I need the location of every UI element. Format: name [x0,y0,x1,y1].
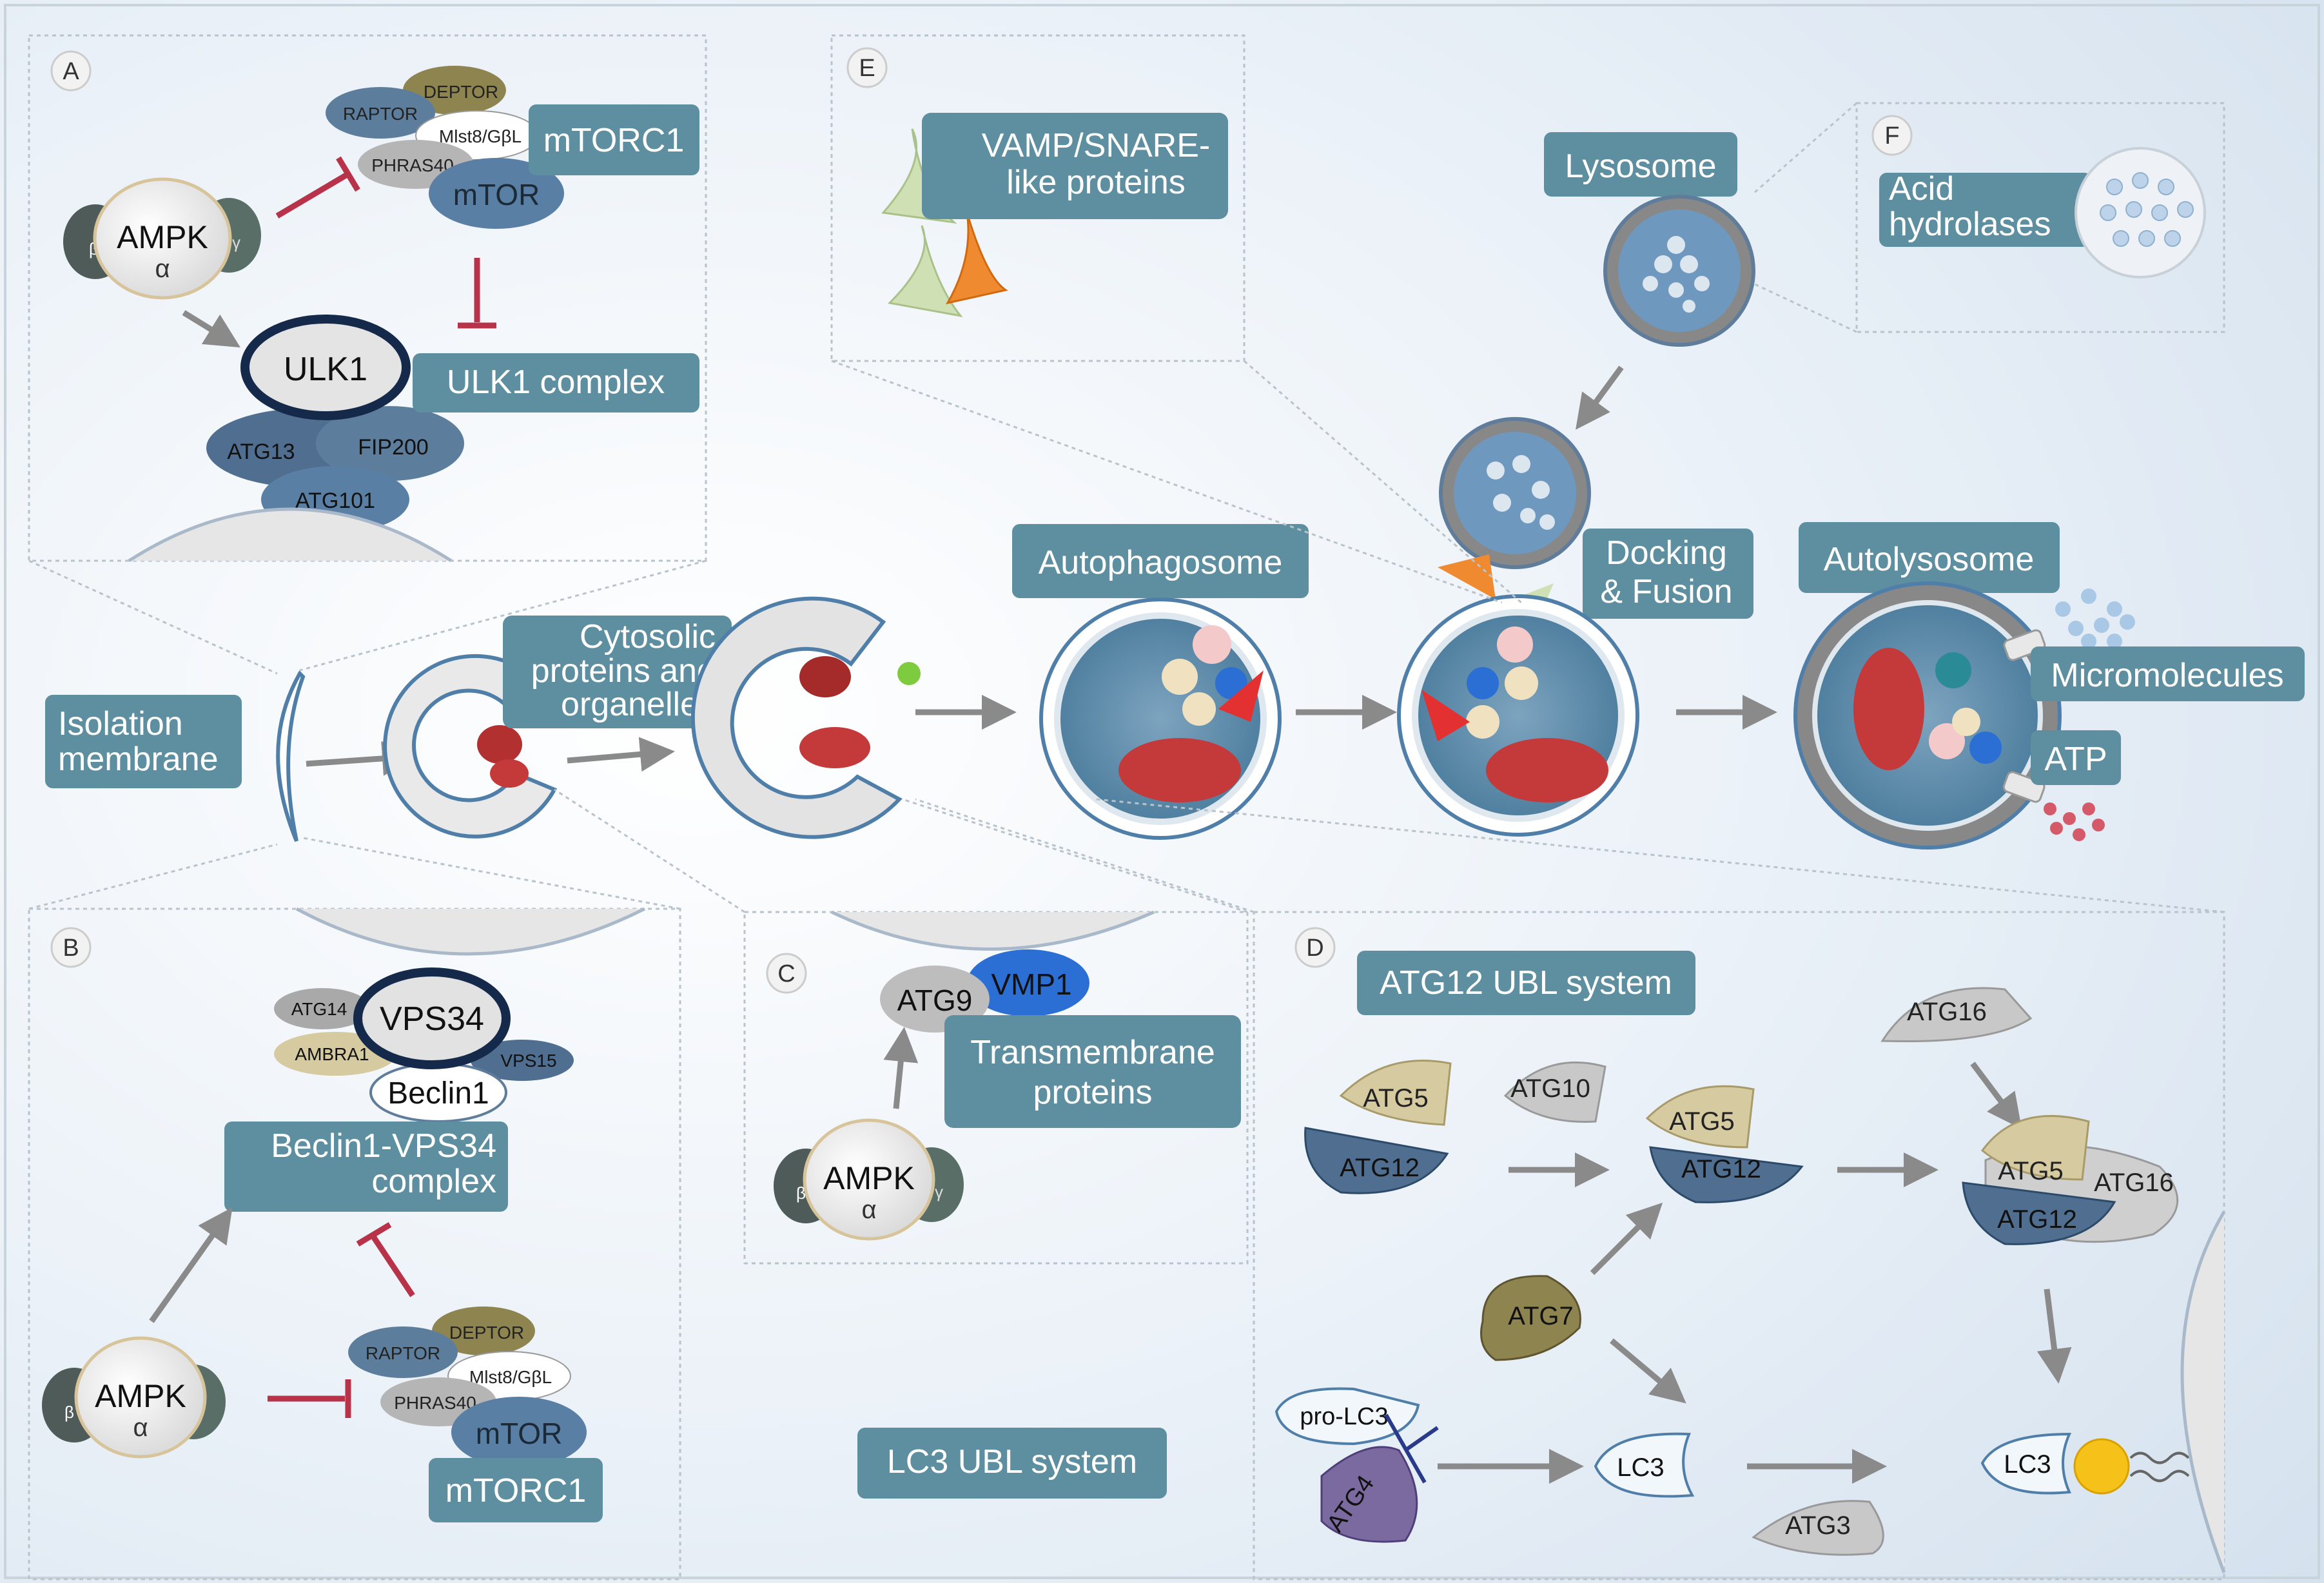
atg5-label-3: ATG5 [1998,1157,2064,1185]
autolysosome-label: Autolysosome [1824,541,2035,578]
main-pathway: Isolation membrane Cytosolic proteins an… [45,132,2305,850]
fip200-label: FIP200 [358,435,429,460]
atg13-label: ATG13 [227,440,295,464]
ampk-complex-c: β γ AMPK α [774,1118,964,1241]
atg7-label: ATG7 [1508,1302,1574,1330]
panel-b: B ATG14 AMBRA1 VPS15 Beclin1 VPS34 Becli… [28,907,681,1580]
panel-c: C VMP1 ATG9 Transmembrane proteins β γ A… [743,910,1249,1265]
deptor-label-b: DEPTOR [449,1323,524,1343]
atg14-label: ATG14 [291,999,347,1019]
atg5-label-2: ATG5 [1669,1107,1735,1136]
atg3-label: ATG3 [1785,1511,1851,1540]
panel-letter-e: E [859,55,875,82]
deptor-label: DEPTOR [424,82,498,102]
connector-lines [28,102,2225,913]
panel-letter-c: C [777,960,795,987]
frame [4,4,2320,1579]
phras40-label-b: PHRAS40 [394,1393,476,1413]
isolation-membrane-line1: Isolation [58,705,183,743]
mlst8-label-b: Mlst8/GβL [469,1367,552,1387]
atg12-label: ATG12 [1340,1154,1420,1182]
cytosolic-line2: proteins and [531,652,716,690]
mtor-label-b: mTOR [476,1417,563,1450]
svg-text:α: α [861,1196,876,1224]
mtorc1-label: mTORC1 [543,122,685,159]
panel-e: E VAMP/SNARE- like proteins [830,34,1245,362]
pro-lc3-label: pro-LC3 [1300,1403,1388,1430]
beclin-vps34-line1: Beclin1-VPS34 [271,1127,496,1165]
panel-a: A DEPTOR RAPTOR Mlst8/GβL PHRAS40 mTOR m… [28,34,707,563]
micromolecules-label: Micromolecules [2051,657,2283,694]
acid-hydrolases-line1: Acid [1889,170,1954,208]
acid-hydrolases-line2: hydrolases [1889,206,2051,243]
panel-letter-a: A [63,58,79,85]
beclin1-label: Beclin1 [387,1076,489,1111]
lc3-label-2: LC3 [2004,1450,2051,1479]
raptor-label: RAPTOR [343,104,418,124]
svg-text:γ: γ [935,1182,943,1201]
mtor-label: mTOR [453,178,540,211]
svg-text:γ: γ [232,233,240,252]
transmembrane-line1: Transmembrane [970,1034,1215,1071]
cytosolic-line3: organelles [561,686,716,723]
ambra1-label: AMBRA1 [295,1044,369,1064]
beclin-vps34-line2: complex [371,1163,496,1200]
svg-text:β: β [64,1403,74,1422]
ulk1-complex-label: ULK1 complex [447,364,665,401]
atg5-label: ATG5 [1363,1084,1429,1112]
mlst8-label: Mlst8/GβL [439,126,522,146]
mtorc1-label-b: mTORC1 [445,1472,587,1510]
atg16-label-2: ATG16 [2094,1169,2174,1197]
lc3-system-label: LC3 UBL system [887,1443,1137,1481]
svg-text:α: α [155,255,170,283]
atg10-label: ATG10 [1510,1074,1590,1103]
vps34-label: VPS34 [380,1000,484,1038]
svg-text:α: α [133,1413,148,1442]
ampk-label-a: AMPK [117,219,208,255]
atg9-label: ATG9 [897,984,973,1017]
ampk-complex-b: β γ AMPK α [42,1336,226,1459]
atg12-label-3: ATG12 [1997,1205,2077,1234]
lysosome-label: Lysosome [1565,148,1716,185]
vamp-label-line1: VAMP/SNARE- [982,127,1210,164]
vamp-label-line2: like proteins [1006,164,1185,201]
docking-line1: Docking [1606,534,1727,572]
vmp1-label: VMP1 [991,967,1071,1001]
ampk-complex-a: β γ AMPK α [63,177,261,300]
panel-letter-b: B [63,935,79,962]
lc3-label: LC3 [1617,1453,1664,1482]
panel-d: D ATG12 UBL system ATG5 ATG12 ATG10 ATG5… [857,911,2226,1580]
panel-letter-f: F [1884,122,1899,150]
ulk1-label: ULK1 [284,351,367,388]
atg12-system-label: ATG12 UBL system [1380,964,1672,1002]
atp-label: ATP [2044,741,2107,778]
panel-f: F Acid hydrolases [1855,102,2225,333]
ampk-label-b: AMPK [95,1378,186,1414]
svg-text:β: β [796,1183,806,1203]
ampk-label-c: AMPK [823,1160,915,1196]
atg12-label-2: ATG12 [1681,1155,1761,1183]
raptor-label-b: RAPTOR [366,1343,440,1363]
transmembrane-line2: proteins [1033,1074,1153,1111]
cytosolic-line1: Cytosolic [580,618,716,656]
phras40-label: PHRAS40 [371,155,454,175]
panel-letter-d: D [1306,935,1323,962]
docking-line2: & Fusion [1600,573,1732,610]
atg16-label: ATG16 [1907,998,1987,1026]
autophagosome-label: Autophagosome [1039,544,1283,581]
vps15-label: VPS15 [500,1051,556,1071]
isolation-membrane-line2: membrane [58,741,219,778]
